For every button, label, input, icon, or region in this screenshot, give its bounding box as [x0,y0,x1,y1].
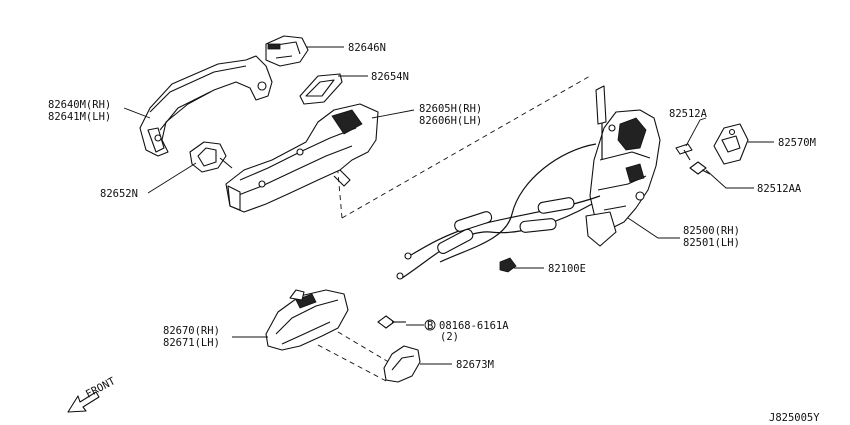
label-82606H: 82606H(LH) [419,115,482,127]
diagram-code: J825005Y [769,412,820,424]
bolt-08168[interactable] [377,315,406,329]
label-82100E: 82100E [548,263,586,275]
handle-bracket-82605H[interactable] [225,103,379,213]
cover-82673M[interactable] [383,345,421,383]
front-arrow-icon [67,391,100,413]
label-82654N: 82654N [371,71,409,83]
handle-cap-82646N[interactable] [265,35,309,67]
label-82501: 82501(LH) [683,237,740,249]
door-lock-82500[interactable] [585,109,661,247]
label-82605H: 82605H(RH) [419,103,482,115]
escutcheon-82652N[interactable] [189,141,233,173]
screw-82512A[interactable] [675,143,693,161]
label-82512AA: 82512AA [757,183,802,195]
bolt-b-marker [424,319,436,331]
label-82640M: 82640M(RH) [48,99,111,111]
lock-cables [396,85,607,280]
bolt-82512AA[interactable] [689,161,711,175]
inside-handle-82670[interactable] [265,289,349,351]
label-82652N: 82652N [100,188,138,200]
clip-82100E[interactable] [499,257,517,273]
label-82671: 82671(LH) [163,337,220,349]
label-82570M: 82570M [778,137,816,149]
label-82500: 82500(RH) [683,225,740,237]
striker-82570M[interactable] [713,123,749,165]
label-82646N: 82646N [348,42,386,54]
gasket-82654N[interactable] [299,73,343,105]
label-82512A: 82512A [669,108,708,120]
outside-handle-82640M[interactable] [139,55,273,157]
label-82641M: 82641M(LH) [48,111,111,123]
label-08168-qty: (2) [440,331,459,343]
label-82670: 82670(RH) [163,325,220,337]
label-82673M: 82673M [456,359,494,371]
label-08168: 08168-6161A [439,320,509,332]
label-08168-prefix: B [427,320,433,332]
label-front: FRONT [84,375,118,401]
